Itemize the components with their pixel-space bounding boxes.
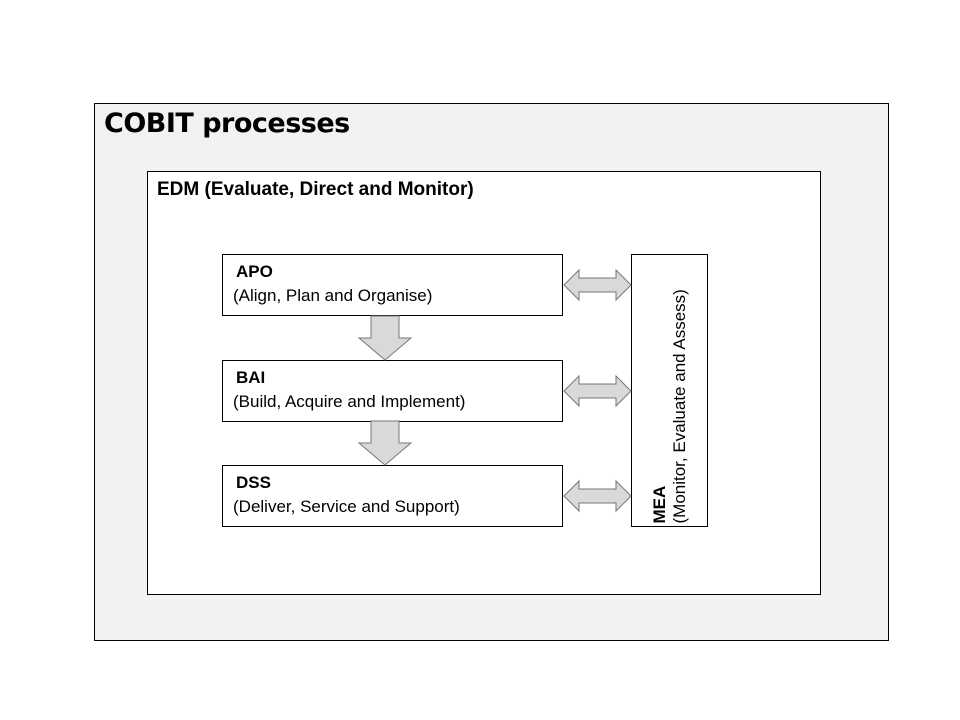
- process-code: BAI: [236, 368, 266, 387]
- process-description: (Align, Plan and Organise): [233, 286, 433, 305]
- process-code: MEA: [649, 485, 669, 523]
- process-box-bai: BAI (Build, Acquire and Implement): [222, 360, 563, 422]
- mea-text: MEA (Monitor, Evaluate and Assess): [650, 258, 690, 523]
- process-box-mea: MEA (Monitor, Evaluate and Assess): [631, 254, 708, 527]
- process-description: (Monitor, Evaluate and Assess): [669, 288, 689, 523]
- diagram-title: COBIT processes: [104, 108, 350, 139]
- process-code: APO: [236, 262, 273, 281]
- bidirectional-arrow-bai-mea: [563, 374, 632, 408]
- bidirectional-arrow-dss-mea: [563, 479, 632, 513]
- process-box-apo: APO (Align, Plan and Organise): [222, 254, 563, 316]
- down-arrow-apo-bai: [357, 315, 413, 361]
- process-description: (Build, Acquire and Implement): [233, 392, 466, 411]
- bidirectional-arrow-apo-mea: [563, 268, 632, 302]
- process-description: (Deliver, Service and Support): [233, 497, 460, 516]
- process-code: DSS: [236, 473, 271, 492]
- edm-label: EDM (Evaluate, Direct and Monitor): [157, 179, 474, 200]
- down-arrow-bai-dss: [357, 420, 413, 466]
- process-box-dss: DSS (Deliver, Service and Support): [222, 465, 563, 527]
